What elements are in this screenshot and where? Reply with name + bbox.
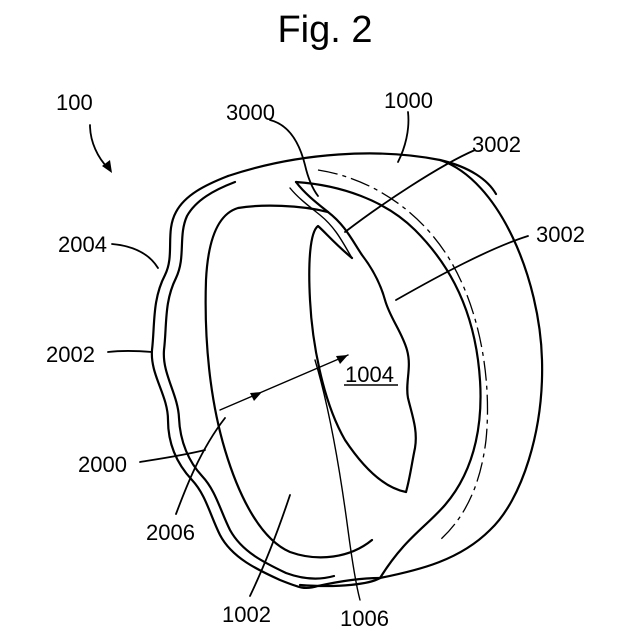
label-2000: 2000 — [78, 452, 127, 477]
label-3002-lower: 3002 — [536, 222, 585, 247]
leader-2004 — [112, 244, 158, 268]
axis-line-1006 — [315, 360, 360, 600]
figure-title: Fig. 2 — [277, 9, 372, 51]
leader-3002b — [396, 236, 528, 300]
label-1000: 1000 — [384, 88, 433, 113]
leader-2000 — [140, 450, 205, 462]
inner-bore-right — [309, 226, 406, 492]
opening-wavy-edge-inner — [290, 188, 352, 258]
label-2006: 2006 — [146, 520, 195, 545]
label-3000: 3000 — [226, 100, 275, 125]
leader-3002a — [345, 150, 475, 232]
band-outer-right-side — [380, 160, 542, 578]
label-100: 100 — [56, 90, 93, 115]
label-1004: 1004 — [345, 362, 394, 387]
arrow-head-2006 — [250, 392, 262, 401]
ref-arrow-100 — [90, 125, 108, 168]
label-1002: 1002 — [222, 602, 271, 627]
label-2002: 2002 — [46, 342, 95, 367]
label-1006: 1006 — [340, 606, 389, 631]
label-2004: 2004 — [58, 232, 107, 257]
leader-2002 — [108, 351, 152, 352]
label-3002-upper: 3002 — [472, 132, 521, 157]
